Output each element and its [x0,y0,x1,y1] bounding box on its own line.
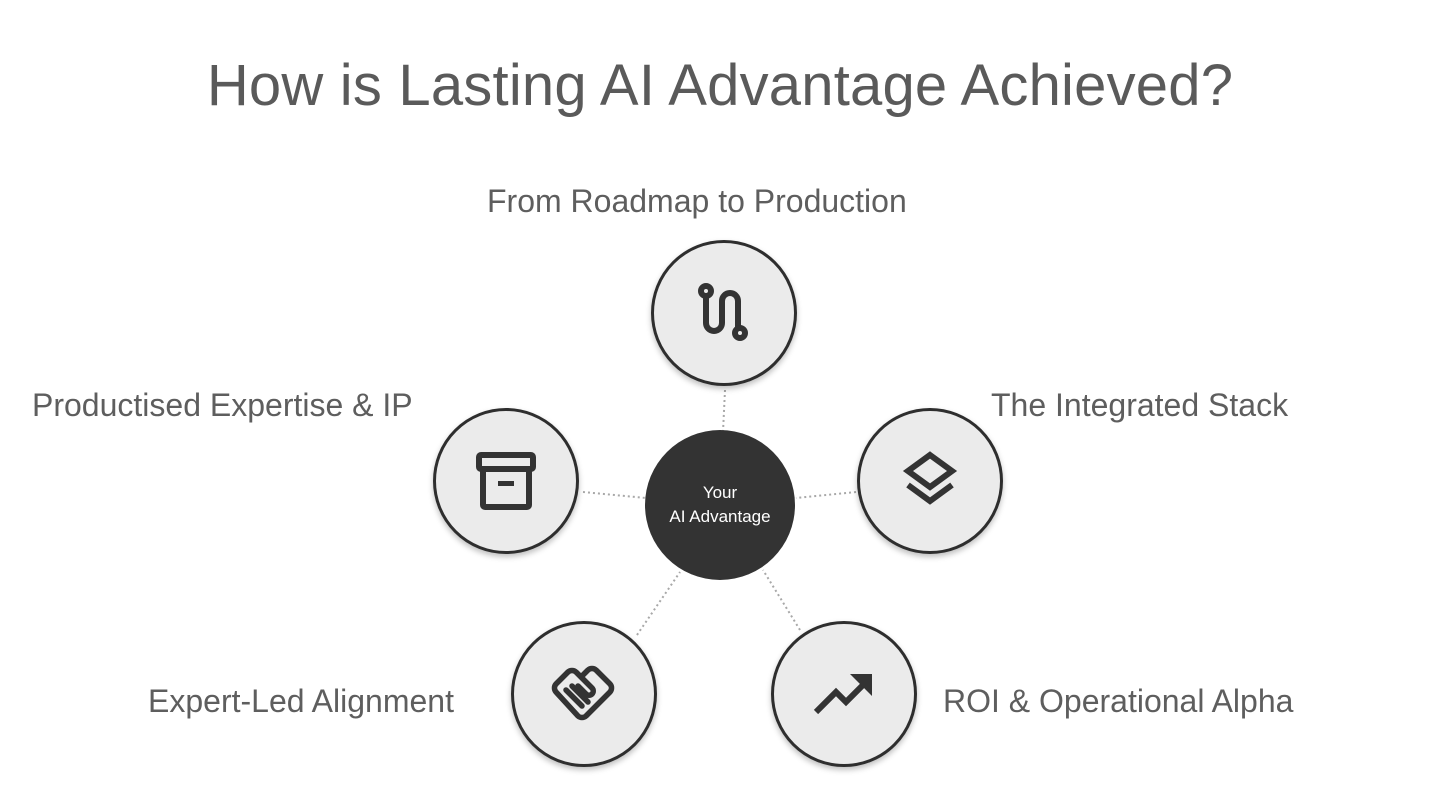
node-label-bottom-left: Expert-Led Alignment [148,683,454,719]
center-line2: AI Advantage [669,507,771,526]
node-label-top: From Roadmap to Production [487,183,907,219]
layers-icon [902,451,958,505]
node-productised-expertise [433,408,579,554]
page-title: How is Lasting AI Advantage Achieved? [206,53,1234,118]
node-expert-led-alignment [511,621,657,767]
node-integrated-stack [857,408,1003,554]
node-label-right: The Integrated Stack [991,387,1289,423]
archive-box-icon [476,452,536,510]
center-line1: Your [702,483,738,502]
route-icon [698,283,748,341]
node-label-left: Productised Expertise & IP [32,387,413,423]
trending-up-icon [813,674,872,715]
handshake-icon [551,665,615,721]
node-roadmap-to-production [651,240,797,386]
center-ai-advantage: Your AI Advantage [645,430,795,580]
node-label-bottom-right: ROI & Operational Alpha [943,683,1294,719]
node-roi-operational-alpha [771,621,917,767]
